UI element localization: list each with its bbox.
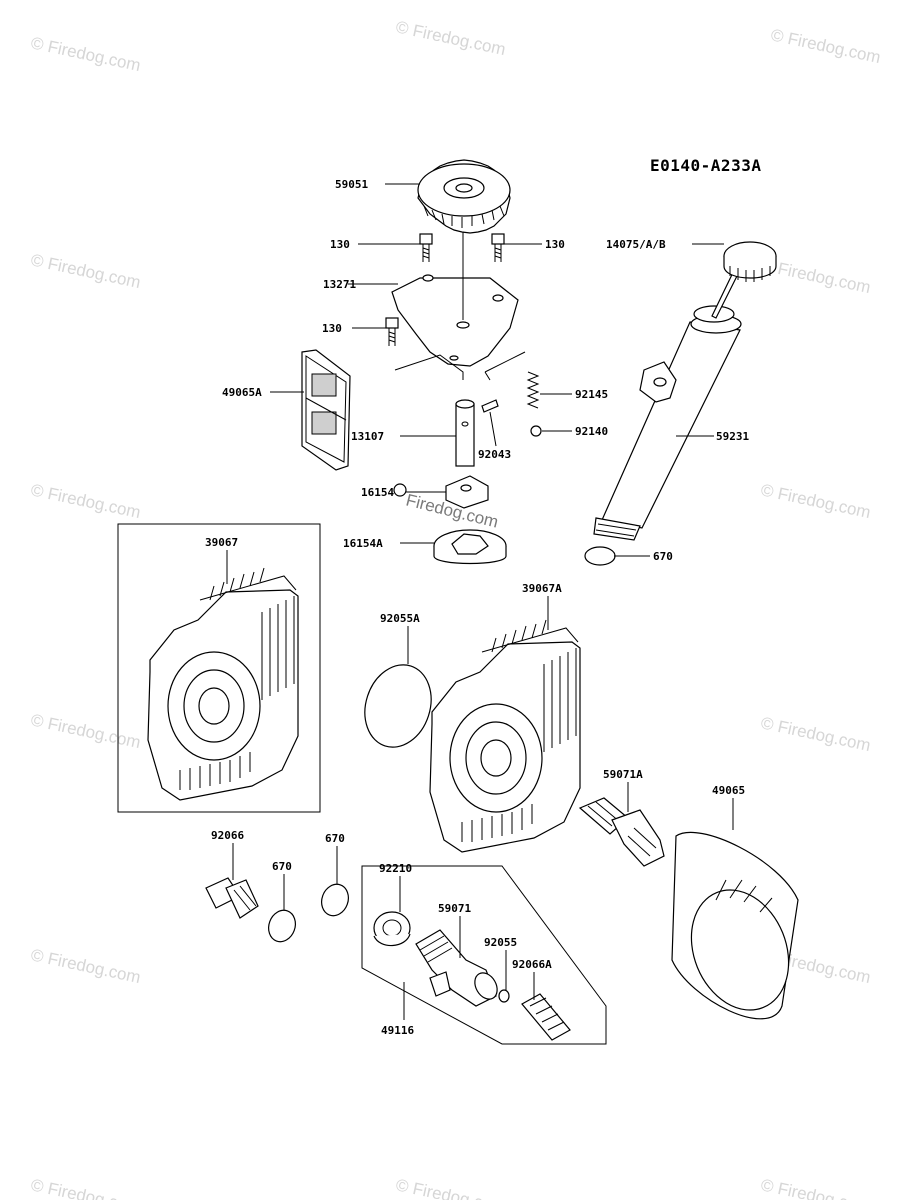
- oil-cooler-39067: [147, 567, 299, 801]
- label-92145: 92145: [575, 388, 608, 401]
- rotor-16154A: [433, 529, 507, 565]
- label-670: 670: [272, 860, 292, 873]
- label-670: 670: [653, 550, 673, 563]
- label-39067A: 39067A: [522, 582, 562, 595]
- ball-92140: [530, 425, 542, 437]
- o-ring-92055: [498, 989, 510, 1003]
- label-92210: 92210: [379, 862, 412, 875]
- watermark: © Firedog.com: [394, 17, 507, 59]
- label-92055A: 92055A: [380, 612, 420, 625]
- label-130: 130: [545, 238, 565, 251]
- pin-92043: [481, 399, 499, 413]
- shaft-13107: [455, 399, 475, 467]
- label-13107: 13107: [351, 430, 384, 443]
- label-92066: 92066: [211, 829, 244, 842]
- label-16154: 16154: [361, 486, 394, 499]
- oil-cooler-39067A: [429, 619, 581, 853]
- plug-92066: [205, 877, 259, 919]
- watermark: © Firedog.com: [759, 713, 872, 755]
- bolt-130-left: [419, 233, 433, 262]
- label-59071: 59071: [438, 902, 471, 915]
- label-92043: 92043: [478, 448, 511, 461]
- label-16154A: 16154A: [343, 537, 383, 550]
- label-14075: 14075/A/B: [606, 238, 666, 251]
- watermark: © Firedog.com: [29, 945, 142, 987]
- label-130: 130: [330, 238, 350, 251]
- gear-59051: [417, 159, 511, 234]
- part-39067-box: [117, 523, 321, 813]
- watermark: © Firedog.com: [29, 250, 142, 292]
- watermark: © Firedog.com: [29, 480, 142, 522]
- label-92066A: 92066A: [512, 958, 552, 971]
- label-59051: 59051: [335, 178, 368, 191]
- plug-92066A: [521, 993, 571, 1041]
- cover-plate-13271: [391, 274, 519, 367]
- label-49065: 49065: [712, 784, 745, 797]
- watermark: © Firedog.com: [29, 710, 142, 752]
- oil-filter-49065: [671, 831, 799, 1020]
- part-labels: 59051 130 130 13271 130 14075/A/B 49065A…: [205, 178, 749, 1037]
- label-59071A: 59071A: [603, 768, 643, 781]
- label-130: 130: [322, 322, 342, 335]
- watermark: © Firedog.com: [29, 1175, 142, 1200]
- bolt-130-lower: [385, 317, 399, 346]
- watermark: © Firedog.com: [759, 1175, 872, 1200]
- o-ring-670-left: [268, 909, 296, 943]
- watermark: © Firedog.com: [769, 25, 882, 67]
- rotor-16154: [393, 475, 489, 509]
- nipple-59071A: [578, 797, 665, 867]
- watermark: © Firedog.com: [394, 1175, 507, 1200]
- o-ring-670-right: [321, 883, 349, 917]
- label-59231: 59231: [716, 430, 749, 443]
- label-39067: 39067: [205, 536, 238, 549]
- watermark: © Firedog.com: [29, 33, 142, 75]
- label-13271: 13271: [323, 278, 356, 291]
- nut-92210: [373, 911, 411, 947]
- kit-49116-outline: [361, 865, 607, 1045]
- spring-92145: [526, 371, 540, 409]
- diagram-code: E0140-A233A: [650, 156, 761, 175]
- label-670: 670: [325, 832, 345, 845]
- label-49065A: 49065A: [222, 386, 262, 399]
- label-92055: 92055: [484, 936, 517, 949]
- label-92140: 92140: [575, 425, 608, 438]
- fitting-59071: [415, 929, 498, 1007]
- o-ring-92055A: [364, 664, 432, 748]
- bolt-130-right: [491, 233, 505, 262]
- watermark: © Firedog.com: [759, 480, 872, 522]
- o-ring-670-top: [584, 546, 616, 566]
- dipstick-14075: [711, 241, 777, 319]
- leader-lines: [226, 183, 734, 1020]
- oil-fill-tube-59231: [593, 305, 742, 541]
- label-49116: 49116: [381, 1024, 414, 1037]
- oil-screen-49065A: [301, 349, 351, 471]
